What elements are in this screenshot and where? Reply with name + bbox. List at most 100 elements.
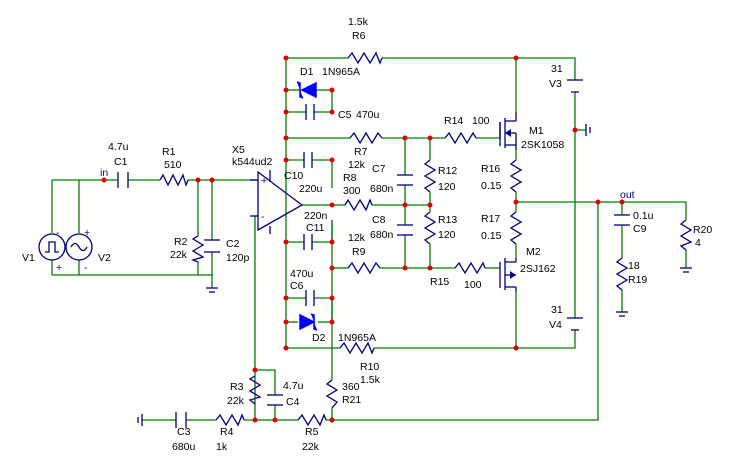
r19-value-label: 18 [628,260,640,272]
c5-value-label: 470u [356,109,380,121]
r21-value-label: 360 [342,381,360,393]
c8-value-label: 680n [370,229,394,241]
r6-value-label: 1.5k [348,16,369,28]
r4-symbol [215,413,245,427]
x5-minus-sign: - [261,211,265,223]
r5-ref-label: R5 [305,426,319,438]
r13-value-label: 120 [438,229,456,241]
r2-ref-label: R2 [174,236,188,248]
v3-ref-label: V3 [549,78,562,90]
r16-symbol [509,159,523,193]
c6-value-label: 470u [290,268,314,280]
c1-ref-label: C1 [114,156,128,168]
c7-value-label: 680n [370,183,394,195]
r9-symbol [347,261,381,275]
r7-ref-label: R7 [354,146,368,158]
v4-ref-label: V4 [549,319,562,331]
c10-ref-label: C10 [284,170,303,182]
r13-ref-label: R13 [438,214,457,226]
v3-battery-symbol [567,79,583,93]
r16-ref-label: R16 [481,163,500,175]
c10-symbol [303,152,313,168]
net-out-label: out [620,189,635,201]
r17-ref-label: R17 [481,213,500,225]
c4-ref-label: C4 [286,396,300,408]
r16-value-label: 0.15 [481,180,502,192]
v1-minus-sign: - [56,227,60,239]
component-labels: 4.7u C1 in R1 510 X5 k544ud2 R2 22k C2 1… [22,16,712,453]
c2-symbol [204,239,220,253]
r14-symbol [444,131,477,145]
r4-value-label: 1k [216,441,228,453]
r14-ref-label: R14 [444,115,463,127]
m1-ref-label: M1 [529,125,544,137]
v2-plus-sign: + [84,227,90,239]
r13-symbol [423,211,437,245]
r20-value-label: 4 [695,237,701,249]
c4-value-label: 4.7u [283,380,304,392]
r12-symbol [423,159,437,193]
d2-value-label: 1N965A [338,332,376,344]
r14-value-label: 100 [472,115,490,127]
junction-dots [101,55,625,423]
c10-value-label: 220u [299,183,323,195]
c1-value-label: 4.7u [108,141,129,153]
d1-ref-label: D1 [300,66,314,78]
x5-value-label: k544ud2 [232,156,272,168]
r21-symbol [325,379,339,409]
x5-ref-label: X5 [232,144,245,156]
c9-value-label: 0.1u [633,210,654,222]
r1-value-label: 510 [164,159,182,171]
v4-value-label: 31 [551,304,563,316]
c3-ref-label: C3 [177,426,191,438]
v3-value-label: 31 [551,63,563,75]
v2-minus-sign: - [84,262,88,274]
r1-ref-label: R1 [162,146,176,158]
r17-symbol [509,211,523,245]
m2-value-label: 2SJ162 [520,263,556,275]
v2-ref-label: V2 [98,252,111,264]
c1-symbol [117,172,129,188]
d1-value-label: 1N965A [322,66,360,78]
v2-source-symbol: + - [65,227,93,274]
r10-symbol [339,341,375,355]
r6-symbol [347,51,383,65]
r9-value-label: 12k [348,232,366,244]
x5-plus-sign: + [261,175,267,187]
c8-ref-label: C8 [372,214,386,226]
m2-mosfet-symbol [499,258,517,292]
r4-ref-label: R4 [220,426,234,438]
r6-ref-label: R6 [352,30,366,42]
r8-symbol [344,198,373,212]
c8-symbol [397,224,413,236]
r19-ref-label: R19 [628,274,647,286]
r9-ref-label: R9 [352,246,366,258]
r2-value-label: 22k [170,249,188,261]
r1-symbol [159,173,189,187]
v4-battery-symbol [567,317,583,331]
ground-symbol [137,124,692,426]
d2-symbol [299,313,318,331]
m2-ref-label: M2 [526,246,541,258]
r20-symbol [679,219,693,251]
x5-opamp-symbol: + - [250,170,304,234]
c9-ref-label: C9 [633,223,647,235]
r3-value-label: 22k [227,395,245,407]
r8-ref-label: R8 [343,172,357,184]
net-in-label: in [100,167,108,179]
r19-symbol [615,257,629,291]
r10-ref-label: R10 [360,361,379,373]
r21-ref-label: R21 [342,394,361,406]
r7-symbol [349,131,383,145]
d2-ref-label: D2 [312,332,326,344]
c3-value-label: 680u [172,441,196,453]
r5-value-label: 22k [302,441,320,453]
r20-ref-label: R20 [693,224,712,236]
c11-value-label: 220n [304,210,328,222]
r3-ref-label: R3 [230,381,244,393]
c11-ref-label: C11 [306,222,325,234]
c7-symbol [397,174,413,186]
c3-symbol [175,412,187,428]
r15-ref-label: R15 [430,276,449,288]
